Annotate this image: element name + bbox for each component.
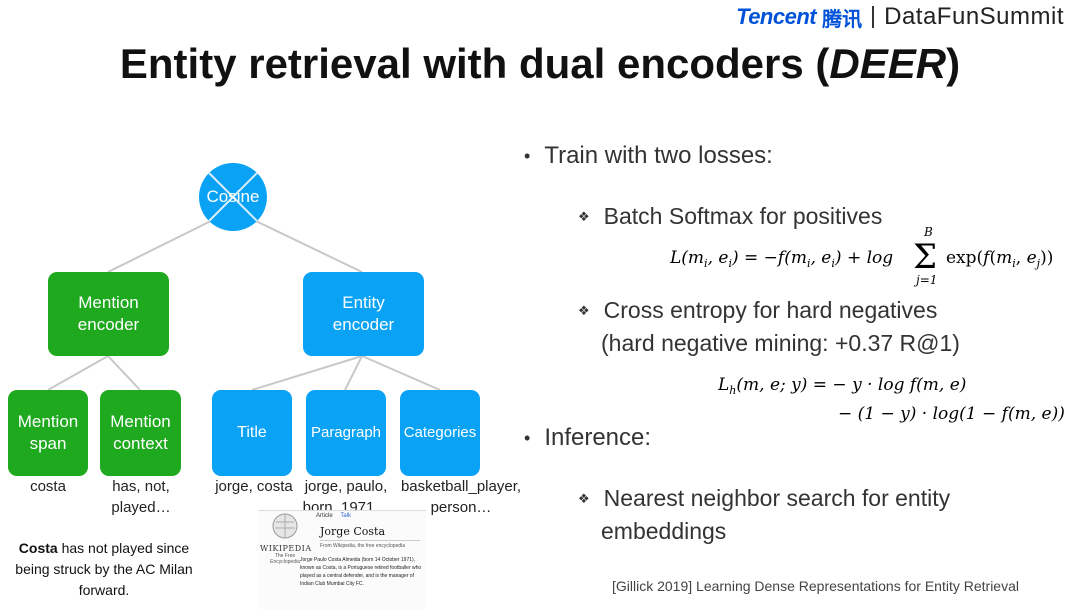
wiki-body: Jorge Paulo Costa Almeida (born 14 Octob… bbox=[300, 557, 422, 587]
logo-datafun: DataFunSummit bbox=[884, 3, 1064, 30]
diamond-bullet-icon: ❖ bbox=[578, 303, 590, 318]
mention-context-node: Mention context bbox=[100, 390, 181, 476]
svg-text:exp(f(mi, ej)): exp(f(mi, ej)) bbox=[946, 248, 1053, 270]
leaf-title: jorge, costa bbox=[215, 478, 293, 495]
diamond-bullet-icon: ❖ bbox=[578, 491, 590, 506]
leaf-categories: basketball_player, person… bbox=[400, 478, 522, 516]
sub-bullet-batch-text: Batch Softmax for positives bbox=[603, 203, 883, 229]
slide-title: Entity retrieval with dual encoders (DEE… bbox=[0, 40, 1080, 88]
paragraph-node: Paragraph bbox=[306, 390, 386, 476]
wikipedia-snippet: WIKIPEDIA The Free Encyclopedia Article … bbox=[258, 510, 426, 609]
svg-text:− (1 − y) · log(1 − f(m, e)): − (1 − y) · log(1 − f(m, e)) bbox=[838, 404, 1065, 424]
bullet-inference: • Inference: bbox=[524, 424, 651, 452]
svg-text:L(mi, ei) = −f(mi, ei) + log: L(mi, ei) = −f(mi, ei) + log bbox=[670, 248, 893, 270]
sub-bullet-cross-line1: Cross entropy for hard negatives bbox=[603, 297, 938, 323]
bullet-train: • Train with two losses: bbox=[524, 142, 773, 170]
entity-encoder-node: Entity encoder bbox=[303, 272, 424, 356]
wiki-brand: WIKIPEDIA bbox=[260, 544, 312, 553]
sub-bullet-nn: ❖ Nearest neighbor search for entity embe… bbox=[578, 482, 950, 548]
title-italic: DEER bbox=[829, 40, 947, 87]
mention-span-label: Mention span bbox=[17, 412, 79, 453]
logo-tencent-cn: 腾讯 bbox=[822, 8, 863, 31]
wiki-tab-talk: Talk bbox=[340, 513, 352, 519]
entity-encoder-label: Entity encoder bbox=[332, 293, 395, 334]
header-logo: Tencent 腾讯 DataFunSummit bbox=[736, 3, 1064, 31]
edge-entity-paragraph bbox=[344, 355, 363, 391]
categories-node: Categories bbox=[400, 390, 480, 476]
logo-tencent: Tencent bbox=[736, 4, 817, 29]
svg-text:Lh(m, e; y) = − y · log f(m, e: Lh(m, e; y) = − y · log f(m, e) bbox=[718, 375, 966, 397]
sub-bullet-cross-line2: (hard negative mining: +0.37 R@1) bbox=[601, 330, 960, 356]
wiki-heading: Jorge Costa bbox=[320, 525, 420, 541]
bullet-dot-icon: • bbox=[524, 427, 531, 448]
mention-span-node: Mention span bbox=[8, 390, 88, 476]
bullet-inference-text: Inference: bbox=[544, 424, 652, 451]
title-end: ) bbox=[946, 40, 961, 87]
reference-citation: [Gillick 2019] Learning Dense Representa… bbox=[612, 578, 1019, 594]
edge-entity-title bbox=[251, 355, 363, 391]
wiki-tabs: Article Talk bbox=[316, 513, 351, 519]
leaf-costa: costa bbox=[30, 478, 66, 495]
cross-icon bbox=[208, 172, 258, 222]
svg-text:j=1: j=1 bbox=[913, 273, 937, 287]
sub-bullet-nn-line2: embeddings bbox=[601, 518, 727, 544]
wikipedia-logo: WIKIPEDIA The Free Encyclopedia bbox=[260, 513, 312, 565]
diamond-bullet-icon: ❖ bbox=[578, 209, 590, 224]
title-main: Entity retrieval with dual encoders ( bbox=[119, 40, 830, 87]
title-node-label: Title bbox=[237, 424, 267, 441]
bullet-train-text: Train with two losses: bbox=[544, 142, 773, 169]
mention-encoder-node: Mention encoder bbox=[48, 272, 169, 356]
batch-softmax-formula: L(mi, ei) = −f(mi, ei) + log Σ B j=1 exp… bbox=[670, 225, 1053, 287]
paragraph-node-label: Paragraph bbox=[310, 424, 382, 441]
example-sentence: Costa has not played since being struck … bbox=[14, 538, 194, 601]
logo-separator bbox=[872, 6, 875, 28]
bullet-dot-icon: • bbox=[524, 145, 531, 166]
wiki-tagline: The Free Encyclopedia bbox=[270, 553, 300, 565]
edge-mention-span bbox=[47, 355, 109, 391]
cosine-label: Cosine bbox=[206, 187, 260, 206]
edge-mention-context bbox=[107, 355, 141, 391]
wiki-from: From Wikipedia, the free encyclopedia bbox=[320, 543, 406, 549]
leaf-context: has, not, played… bbox=[111, 478, 171, 516]
sub-bullet-nn-line1: Nearest neighbor search for entity bbox=[603, 485, 951, 511]
sub-bullet-cross: ❖ Cross entropy for hard negatives (hard … bbox=[578, 294, 960, 360]
example-bold: Costa bbox=[18, 540, 58, 556]
edge-entity-categories bbox=[361, 355, 441, 391]
cosine-node: Cosine bbox=[199, 163, 267, 231]
mention-encoder-label: Mention encoder bbox=[77, 293, 140, 334]
sub-bullet-batch: ❖ Batch Softmax for positives bbox=[578, 200, 882, 233]
svg-text:B: B bbox=[923, 225, 933, 239]
mention-context-label: Mention context bbox=[110, 412, 171, 453]
title-node: Title bbox=[212, 390, 292, 476]
wiki-tab-article: Article bbox=[316, 513, 333, 519]
categories-node-label: Categories bbox=[403, 424, 477, 441]
globe-icon bbox=[272, 513, 298, 539]
cross-entropy-formula: Lh(m, e; y) = − y · log f(m, e) − (1 − y… bbox=[718, 375, 1065, 424]
svg-text:Σ: Σ bbox=[913, 237, 937, 277]
example-rest: has not played since being struck by the… bbox=[15, 540, 193, 598]
